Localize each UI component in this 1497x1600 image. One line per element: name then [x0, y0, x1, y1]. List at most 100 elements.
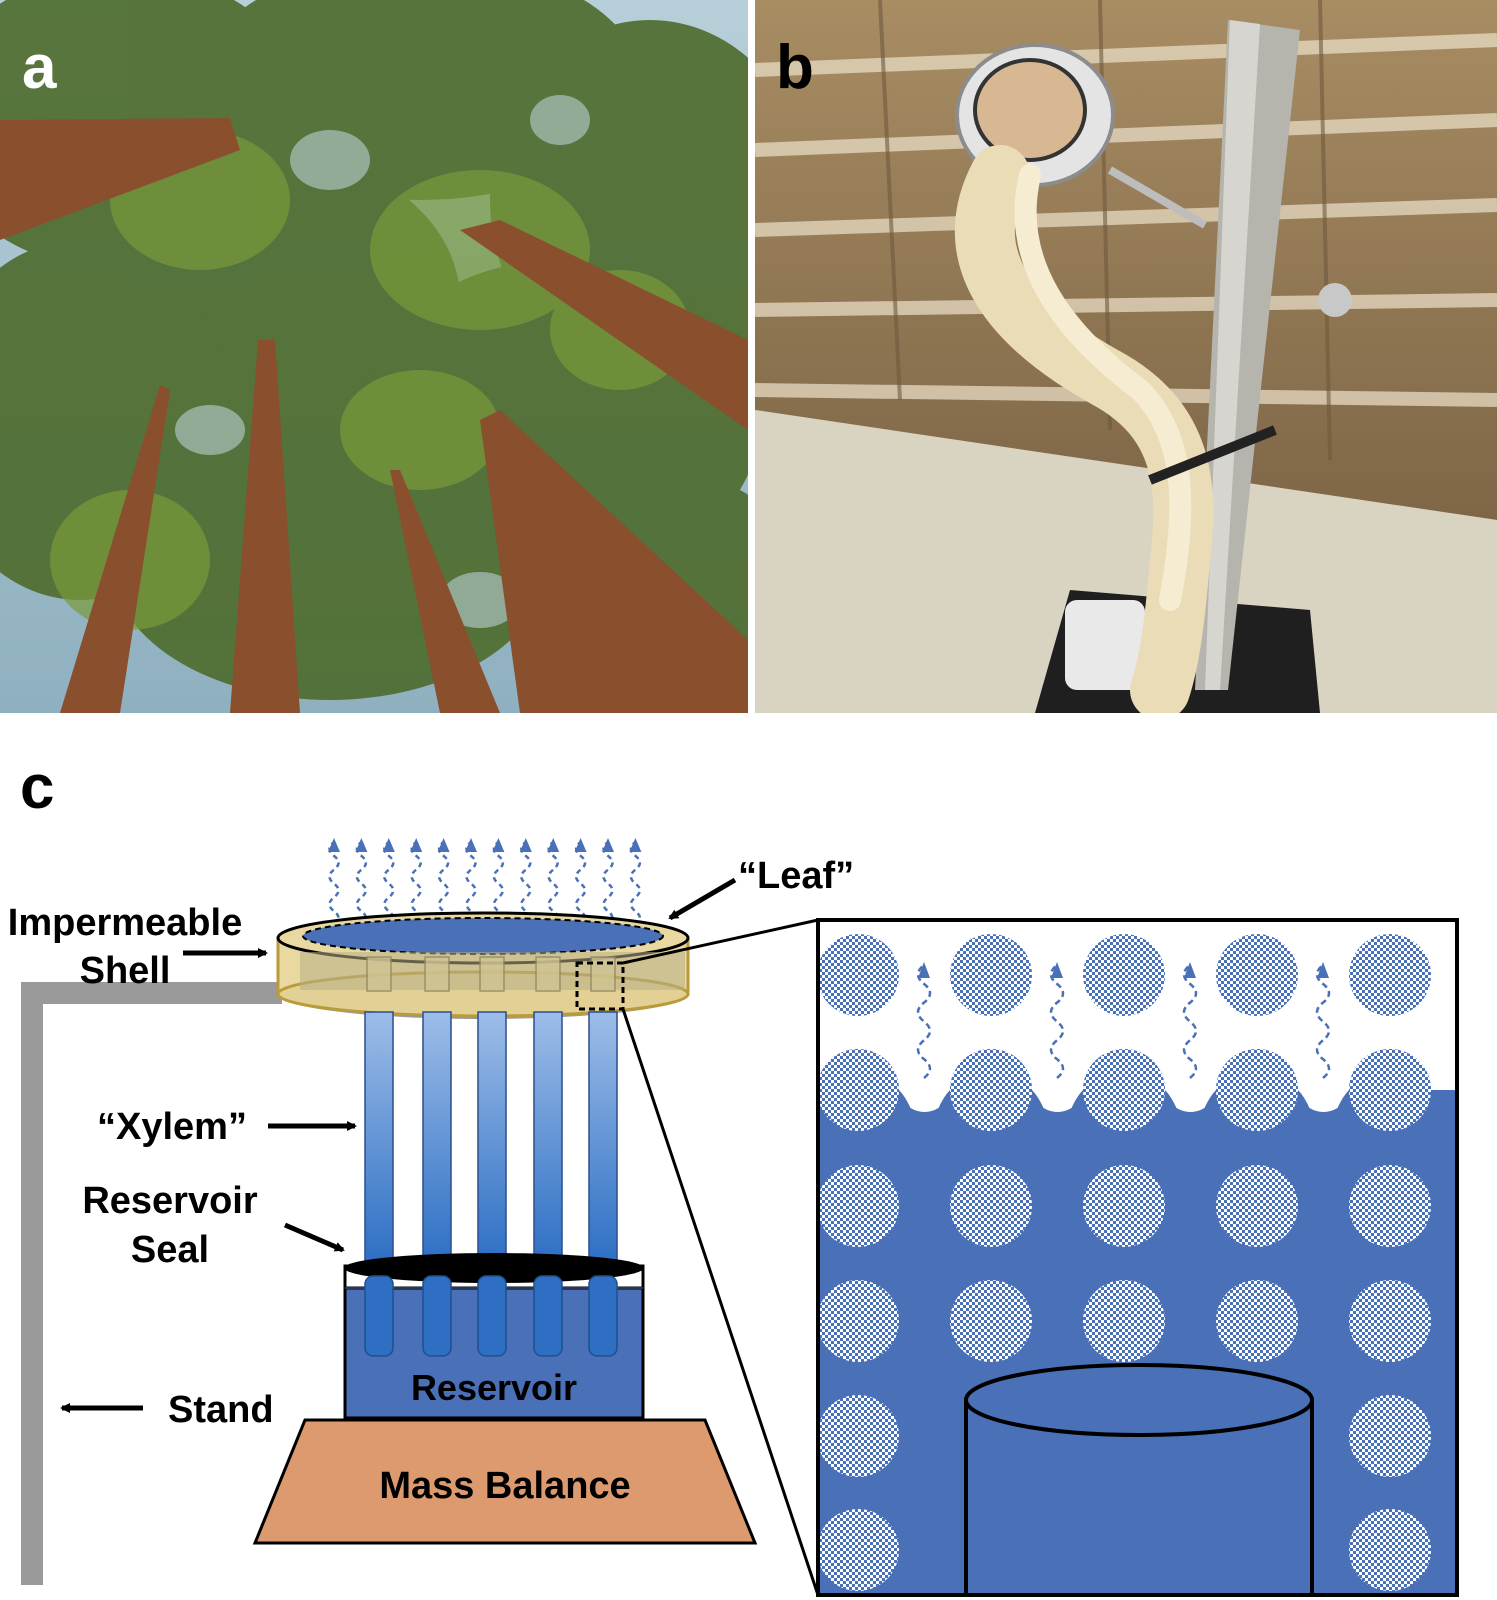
- porous-particle: [1349, 1395, 1431, 1477]
- label-impermeable: Impermeable: [8, 902, 242, 944]
- porous-particle: [818, 1165, 899, 1247]
- label-reservoir-seal-1: Reservoir: [82, 1180, 258, 1222]
- vapor-arrowhead: [328, 838, 340, 852]
- porous-particle: [950, 1280, 1032, 1362]
- inset-vapor-arrow: [1182, 964, 1198, 1079]
- porous-particle: [1349, 1049, 1431, 1131]
- inset-frame: [816, 918, 1459, 1597]
- porous-particle: [818, 1049, 899, 1131]
- porous-particle: [818, 934, 899, 1016]
- porous-particle: [1216, 934, 1298, 1016]
- label-shell: Shell: [80, 950, 171, 992]
- vapor-arrowhead: [437, 838, 450, 852]
- vapor-arrowhead: [629, 838, 642, 852]
- porous-particle: [818, 1509, 899, 1591]
- inset-vapor-arrow: [1315, 964, 1331, 1079]
- vapor-arrow: [629, 841, 642, 926]
- label-stand: Stand: [168, 1389, 274, 1431]
- leaf-disc: [276, 911, 690, 1019]
- vapor-arrow: [355, 841, 368, 926]
- vapor-arrow: [547, 841, 559, 926]
- porous-particle: [1083, 934, 1165, 1016]
- arrow-reservoir-seal: [284, 1222, 345, 1253]
- xylem-tube-submerged: [533, 1275, 563, 1357]
- mass-balance: [252, 1418, 758, 1545]
- inset-pore-view: [818, 920, 1457, 1595]
- stand: [21, 982, 282, 1585]
- panel-letter-b: b: [776, 33, 814, 102]
- vapor-arrowhead: [465, 838, 477, 852]
- porous-particle: [818, 1395, 899, 1477]
- zoom-region-box: [575, 961, 625, 1011]
- xylem-tube: [477, 1011, 507, 1263]
- porous-particle: [1216, 1165, 1298, 1247]
- vapor-arrow: [465, 841, 477, 926]
- panel-letter-a: a: [22, 33, 57, 102]
- vapor-arrowhead: [519, 838, 532, 852]
- label-xylem: “Xylem”: [97, 1106, 247, 1148]
- porous-particle: [1083, 1280, 1165, 1362]
- vapor-arrowhead: [410, 838, 423, 852]
- vapor-arrow: [383, 841, 395, 926]
- xylem-tubes-submerged: [364, 1275, 618, 1357]
- porous-particles: [818, 934, 1431, 1591]
- porous-particle: [1349, 1165, 1431, 1247]
- panel-letter-c: c: [20, 753, 54, 822]
- tube-stub: [366, 956, 392, 992]
- vapor-arrow: [574, 841, 587, 926]
- vapor-arrow: [520, 841, 532, 926]
- tube-stub: [424, 956, 450, 992]
- xylem-tubes: [364, 1011, 618, 1263]
- inset-vapor-arrowhead: [918, 962, 930, 978]
- porous-particle: [1349, 1509, 1431, 1591]
- vapor-arrowhead: [382, 838, 395, 852]
- porous-particle: [1349, 934, 1431, 1016]
- vapor-arrowhead: [574, 838, 587, 852]
- xylem-tube-submerged: [422, 1275, 452, 1357]
- porous-particle: [1083, 1049, 1165, 1131]
- vapor-arrowhead: [547, 838, 560, 852]
- porous-particle: [818, 1280, 899, 1362]
- zoom-line-top: [622, 918, 819, 965]
- inset-vapor-arrow: [916, 964, 932, 1079]
- vapor-arrow: [410, 841, 422, 926]
- porous-particle: [950, 1049, 1032, 1131]
- porous-particle: [1216, 1049, 1298, 1131]
- vapor-arrowhead: [492, 838, 505, 852]
- porous-particle: [1349, 1280, 1431, 1362]
- vapor-arrows-inset: [916, 962, 1331, 1079]
- reservoir-seal: [344, 1253, 644, 1283]
- vapor-arrowhead: [602, 838, 614, 852]
- zoom-line-bottom: [621, 1008, 820, 1596]
- vapor-arrow: [437, 841, 450, 926]
- arrow-leaf: [668, 877, 737, 921]
- label-leaf: “Leaf”: [738, 855, 854, 897]
- photo-a-redwood-canopy: a: [0, 0, 748, 713]
- inset-vapor-arrowhead: [1317, 962, 1329, 978]
- xylem-tube: [533, 1011, 563, 1263]
- inset-vapor-arrow: [1049, 964, 1065, 1079]
- xylem-tube-submerged: [364, 1275, 394, 1357]
- label-reservoir-seal-2: Seal: [131, 1229, 209, 1271]
- xylem-tube: [588, 1011, 618, 1263]
- vapor-arrow: [602, 841, 614, 926]
- tube-stub: [479, 956, 505, 992]
- xylem-tube-submerged: [588, 1275, 618, 1357]
- label-mass-balance: Mass Balance: [379, 1465, 630, 1507]
- porous-particle: [1083, 1165, 1165, 1247]
- vapor-arrow: [492, 841, 505, 926]
- vapor-arrowhead: [355, 838, 368, 852]
- inset-vapor-arrowhead: [1184, 962, 1196, 978]
- xylem-tube: [364, 1011, 394, 1263]
- porous-particle: [950, 1165, 1032, 1247]
- xylem-tube-submerged: [477, 1275, 507, 1357]
- label-reservoir: Reservoir: [411, 1367, 577, 1408]
- inset-vapor-arrowhead: [1051, 962, 1063, 978]
- tube-stub: [535, 956, 561, 992]
- photo-b-synthetic-tree: b: [755, 0, 1497, 713]
- vapor-arrow: [328, 841, 340, 926]
- inset-tube: [964, 1363, 1314, 1595]
- xylem-tube: [422, 1011, 452, 1263]
- porous-particle: [1216, 1280, 1298, 1362]
